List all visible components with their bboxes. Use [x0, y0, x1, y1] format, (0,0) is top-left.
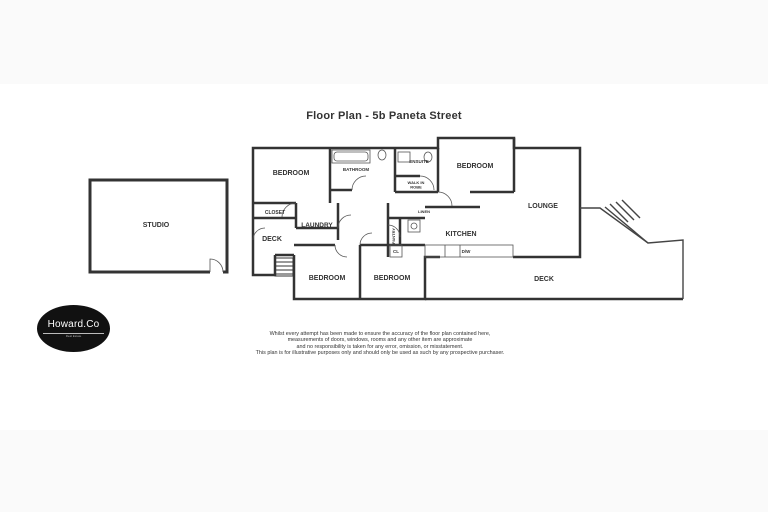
- logo-subtitle: Real Estate: [65, 334, 82, 338]
- disclaimer-line: Whilst every attempt has been made to en…: [269, 331, 491, 337]
- logo-divider: [43, 333, 104, 334]
- room-label-dw: D/W: [462, 249, 472, 254]
- deck-outline: [580, 199, 684, 299]
- room-label-lounge: LOUNGE: [528, 203, 558, 210]
- room-label-bathroom: BATHROOM: [343, 167, 369, 172]
- room-label-cl: CL: [393, 249, 399, 254]
- agency-logo: Howard.Co Real Estate: [37, 305, 110, 352]
- room-label-bedroom-bottom-right: BEDROOM: [374, 275, 411, 282]
- disclaimer-line: This plan is for illustrative purposes o…: [255, 350, 505, 357]
- room-label-deck-left: DECK: [262, 236, 282, 243]
- room-label-linen: LINEN: [418, 209, 430, 214]
- room-label-deck-right: DECK: [534, 276, 554, 283]
- room-label-laundry: LAUNDRY: [301, 222, 333, 229]
- logo-name: Howard.Co: [47, 319, 100, 330]
- room-label-ensuite: ENSUITE: [409, 159, 429, 164]
- door-swings: [252, 175, 453, 258]
- kitchen-fixtures: [389, 219, 514, 258]
- studio-door-swing: [209, 258, 224, 273]
- page-title: Floor Plan - 5b Paneta Street: [306, 110, 462, 122]
- steps: [274, 257, 294, 277]
- disclaimer-line: and no responsibility is taken for any e…: [296, 343, 464, 350]
- disclaimer: Whilst every attempt has been made to en…: [180, 331, 580, 357]
- room-label-kitchen: KITCHEN: [445, 231, 476, 238]
- room-label-studio: STUDIO: [143, 222, 170, 229]
- room-label-bedroom-bottom-left: BEDROOM: [309, 275, 346, 282]
- room-label-bedroom-top-left: BEDROOM: [273, 170, 310, 177]
- bottom-band: [0, 430, 768, 512]
- room-label-bedroom-top-right: BEDROOM: [457, 163, 494, 170]
- bathroom-fixtures: [331, 149, 433, 164]
- top-band: [0, 0, 768, 84]
- disclaimer-line: measurements of doors, windows, rooms an…: [287, 337, 473, 344]
- room-label-closet: CLOSET: [265, 210, 285, 216]
- studio-outline: [88, 178, 229, 274]
- room-label-pantry: PANTRY: [391, 228, 396, 244]
